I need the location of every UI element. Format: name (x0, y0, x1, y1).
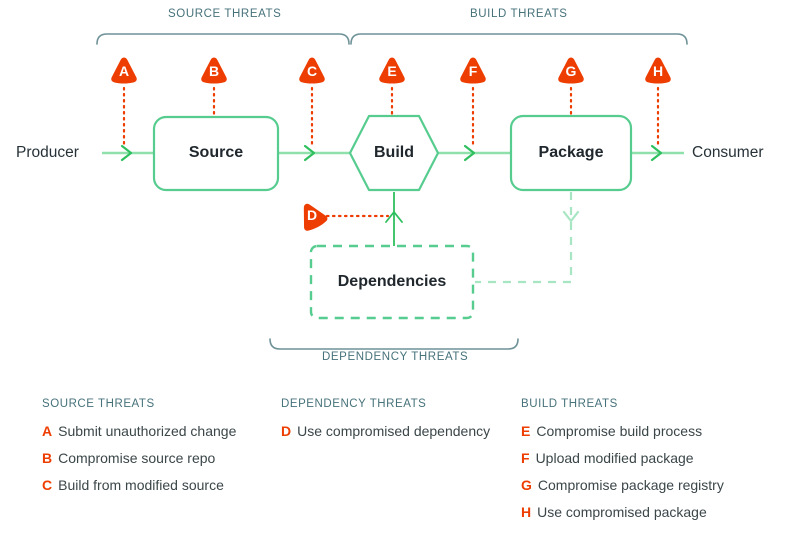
node-package-shape (509, 114, 633, 192)
threat-drop-lines (122, 86, 660, 218)
threat-marker-e[interactable]: E (376, 55, 408, 87)
threat-marker-b[interactable]: B (198, 55, 230, 87)
legend-text: Compromise build process (536, 423, 703, 439)
bracket-label-source-threats: SOURCE THREATS (168, 8, 282, 20)
legend-key: E (521, 423, 531, 439)
legend-heading: SOURCE THREATS (42, 398, 155, 410)
threat-triangle-icon (299, 57, 325, 84)
legend-heading: DEPENDENCY THREATS (281, 398, 427, 410)
threat-marker-f[interactable]: F (457, 55, 489, 87)
legend-column-source-threats: SOURCE THREATS A Submit unauthorized cha… (42, 398, 282, 504)
legend-text: Submit unauthorized change (58, 423, 237, 439)
legend-heading: BUILD THREATS (521, 398, 618, 410)
legend-column-build-threats: BUILD THREATS E Compromise build process… (521, 398, 771, 531)
threat-marker-d[interactable]: D (296, 200, 328, 232)
legend-key: C (42, 477, 53, 493)
flow-connectors (102, 144, 684, 162)
legend-text: Compromise package registry (537, 477, 724, 493)
legend-item: E Compromise build process (521, 423, 771, 440)
arrowhead-package-dependencies (562, 210, 580, 223)
legend-key: F (521, 450, 530, 466)
legend-text: Build from modified source (58, 477, 224, 493)
connector-package-dependencies (475, 192, 580, 284)
legend-item: H Use compromised package (521, 504, 771, 521)
legend-item: F Upload modified package (521, 450, 771, 467)
connector-dependencies-build (385, 192, 403, 246)
bracket-source-threats (96, 33, 350, 45)
arrowhead-package-consumer (650, 144, 663, 162)
bracket-label-build-threats: BUILD THREATS (470, 8, 568, 20)
threat-triangle-icon (558, 57, 584, 84)
threat-marker-a[interactable]: A (108, 55, 140, 87)
legend-item: D Use compromised dependency (281, 423, 521, 440)
legend-key: H (521, 504, 532, 520)
endpoint-label-producer: Producer (16, 144, 79, 161)
legend-text: Compromise source repo (58, 450, 216, 466)
endpoint-label-consumer: Consumer (692, 144, 764, 161)
legend-text: Upload modified package (535, 450, 694, 466)
legend-column-dependency-threats: DEPENDENCY THREATS D Use compromised dep… (281, 398, 521, 450)
node-source-shape (152, 115, 280, 192)
legend-key: A (42, 423, 53, 439)
bracket-label-dependency-threats: DEPENDENCY THREATS (322, 351, 469, 363)
bracket-build-threats (350, 33, 688, 45)
legend-text: Use compromised package (537, 504, 707, 520)
legend-item: G Compromise package registry (521, 477, 771, 494)
node-label-package[interactable]: Package (538, 144, 604, 161)
threat-marker-c[interactable]: C (296, 55, 328, 87)
node-label-dependencies[interactable]: Dependencies (337, 273, 447, 290)
legend-key: D (281, 423, 292, 439)
node-label-source[interactable]: Source (188, 144, 244, 161)
legend-item: C Build from modified source (42, 477, 282, 494)
node-build-hexagon (348, 114, 440, 192)
threat-triangle-icon (111, 57, 137, 84)
legend-item: B Compromise source repo (42, 450, 282, 467)
arrowhead-dependencies-build (385, 211, 403, 223)
legend-key: G (521, 477, 532, 493)
threat-triangle-icon (379, 57, 405, 84)
legend-text: Use compromised dependency (297, 423, 491, 439)
node-dependencies-shape (309, 244, 475, 320)
legend-key: B (42, 450, 53, 466)
legend-item: A Submit unauthorized change (42, 423, 282, 440)
threat-triangle-icon (201, 57, 227, 84)
threat-triangle-icon (460, 57, 486, 84)
node-label-build[interactable]: Build (374, 144, 414, 161)
threat-marker-h[interactable]: H (642, 55, 674, 87)
threat-triangle-icon (303, 203, 328, 231)
arrowhead-source-build (303, 144, 316, 162)
arrowhead-producer-source (120, 144, 133, 162)
threat-triangle-icon (645, 57, 671, 84)
threat-marker-g[interactable]: G (555, 55, 587, 87)
arrowhead-build-package (463, 144, 476, 162)
bracket-dependency-threats (269, 338, 519, 350)
